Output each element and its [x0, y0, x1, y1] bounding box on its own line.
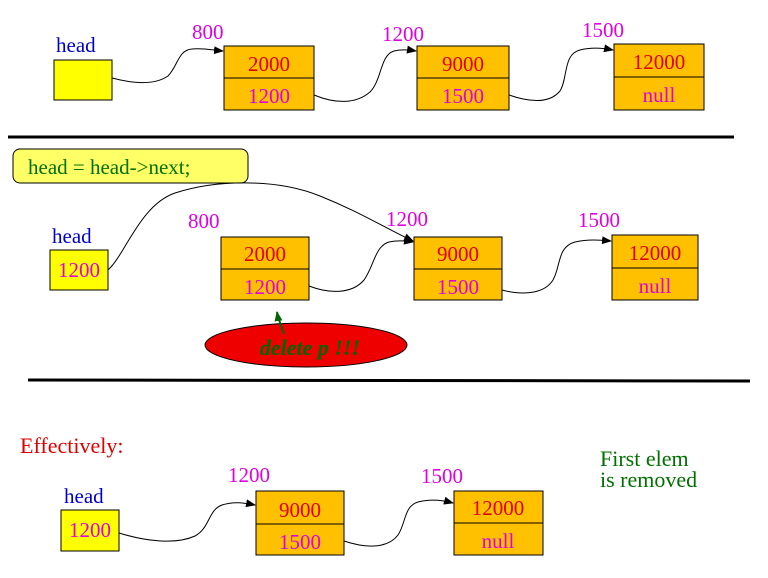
node-address: 1500: [578, 208, 620, 232]
head-pointer-box: [60, 509, 120, 552]
node-data: 12000: [629, 241, 682, 265]
node-next: 1500: [437, 275, 479, 299]
node-data: 2000: [244, 242, 286, 266]
node-address: 800: [188, 209, 220, 233]
list-node: 1200 9000 1500: [228, 463, 345, 556]
delete-callout: [204, 322, 408, 368]
head-label: head: [52, 224, 92, 248]
list-node: 800 2000 1200: [192, 20, 315, 111]
head-label: head: [56, 33, 96, 57]
list-node: 800 2000 1200: [188, 209, 310, 301]
node-next: null: [639, 274, 672, 298]
node-next: 1200: [244, 275, 286, 299]
node-next: null: [482, 529, 515, 553]
head-value: 1200: [69, 518, 111, 542]
pointer-arrow: [343, 496, 454, 547]
node-address: 1200: [382, 22, 424, 46]
pointer-arrow: [308, 236, 414, 292]
node-address: 1500: [421, 464, 463, 488]
node-next: null: [643, 83, 676, 107]
node-next: 1200: [248, 84, 290, 108]
delete-pointer-arrow: [274, 311, 285, 335]
head-label: head: [64, 484, 104, 508]
node-data: 9000: [442, 52, 484, 76]
node-address: 800: [192, 20, 224, 44]
node-data: 9000: [279, 498, 321, 522]
pointer-arrow: [508, 44, 614, 101]
head-value: 1200: [58, 258, 100, 282]
list-node: 1500 12000 null: [582, 18, 705, 111]
panel-result: Effectively: head 1200 1200 9000 1500 15…: [20, 433, 697, 556]
node-data: 2000: [248, 52, 290, 76]
pointer-arrow: [118, 499, 256, 542]
node-next: 1500: [279, 530, 321, 554]
list-node: 1500 12000 null: [578, 208, 699, 301]
node-data: 9000: [437, 242, 479, 266]
node-address: 1200: [228, 463, 270, 487]
node-address: 1500: [582, 18, 624, 42]
list-node: 1500 12000 null: [421, 464, 544, 556]
note-line-2: is removed: [600, 467, 697, 492]
code-statement: head = head->next;: [28, 155, 190, 179]
pointer-arrow: [501, 236, 612, 294]
separator-line: [27, 378, 751, 383]
list-node: 1200 9000 1500: [386, 207, 503, 301]
effectively-label: Effectively:: [20, 433, 123, 458]
node-next: 1500: [442, 84, 484, 108]
pointer-arrow: [313, 45, 417, 102]
head-pointer-arrow: [107, 182, 414, 271]
node-data: 12000: [472, 496, 525, 520]
head-pointer-box: [53, 59, 113, 101]
note-line-1: First elem: [600, 446, 689, 471]
node-data: 12000: [633, 50, 686, 74]
node-address: 1200: [386, 207, 428, 231]
delete-label: delete p !!!: [260, 335, 360, 360]
pointer-arrow: [111, 46, 224, 84]
head-pointer-box: [49, 249, 109, 291]
node-box: [255, 490, 345, 556]
panel-original-list: head 800 2000 1200 1200 9000 1500 1500 1…: [53, 18, 705, 111]
panel-advance-head: head = head->next; head 1200 800 2000 12…: [12, 148, 699, 368]
code-box: [12, 148, 249, 184]
list-node: 1200 9000 1500: [382, 22, 510, 111]
